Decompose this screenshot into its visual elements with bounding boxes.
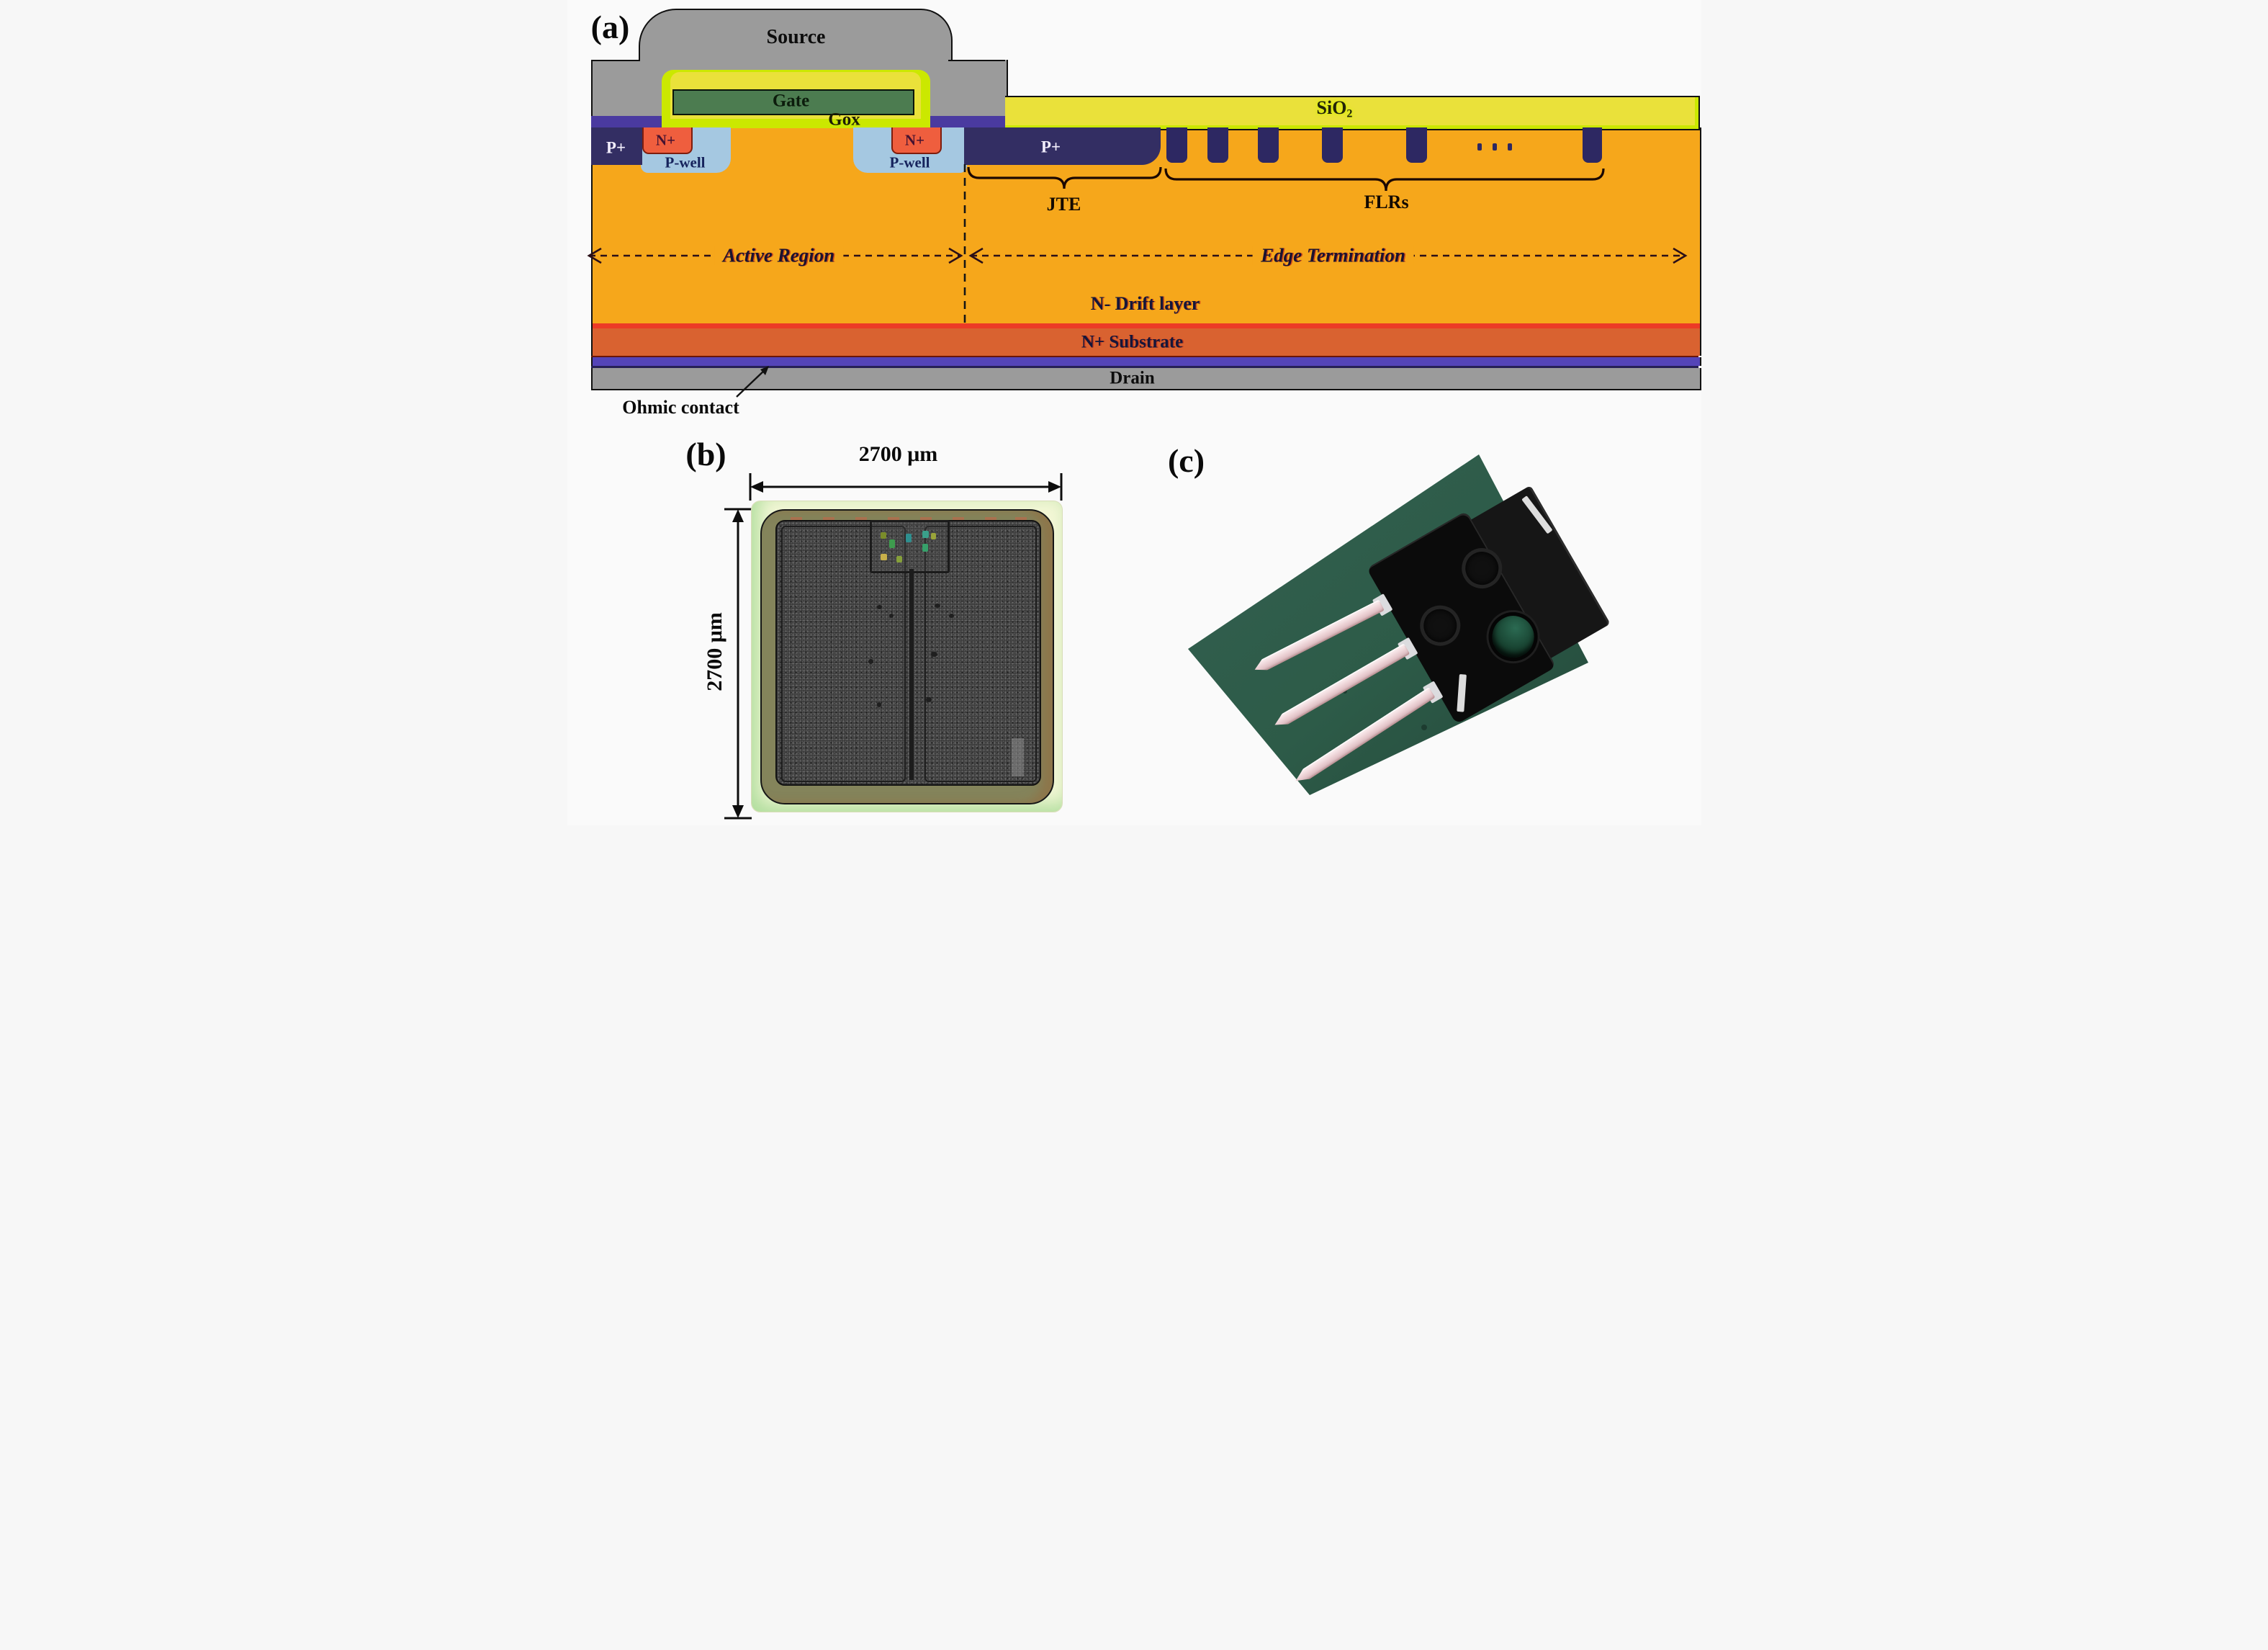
flr-ring [1207, 127, 1228, 163]
edge-termination-label: Edge Termination [1252, 246, 1414, 266]
panel-c-tag: (c) [1167, 442, 1205, 479]
pad-blemish [925, 697, 932, 702]
pad-blemish [876, 605, 882, 609]
n-plus-right-label: N+ [904, 131, 925, 149]
jte-label: JTE [1046, 194, 1081, 215]
sio2-label-base: SiO [1316, 97, 1347, 119]
panel-a-tag: (a) [590, 9, 630, 45]
flr-ring-last [1582, 127, 1602, 163]
width-dimension [749, 473, 1062, 501]
flr-ellipsis-dot [1477, 143, 1482, 151]
figure-root: (a) [567, 0, 1701, 825]
ohmic-contact-arrow [735, 366, 769, 398]
n-plus-right [891, 127, 942, 154]
n-substrate-layer [590, 328, 1701, 356]
source-contact-strip-right [930, 116, 1005, 128]
p-well-right-label: P-well [889, 153, 930, 171]
pad-blemish [930, 652, 937, 657]
gate-electrode [672, 89, 914, 115]
panel-a-annotations [586, 164, 1688, 398]
drain-metal-layer [590, 368, 1701, 390]
flr-ellipsis-dot [1492, 143, 1497, 151]
source-pad-right [924, 526, 1037, 782]
active-region-label: Active Region [714, 246, 844, 266]
die-dimension-lines [724, 473, 1062, 820]
substrate-top-strip [590, 323, 1701, 328]
ohmic-boundary-line [590, 366, 1698, 368]
die-speck [896, 556, 902, 562]
die-corner-artifact [1011, 738, 1024, 776]
flr-ring [1321, 127, 1343, 163]
p-plus-jte-label: P+ [1040, 138, 1061, 156]
ohmic-contact-label: Ohmic contact [622, 397, 739, 418]
pad-blemish [948, 614, 954, 618]
source-metal-outline [590, 60, 640, 61]
p-plus-left [590, 127, 642, 165]
sio2-label: SiO2 [1317, 99, 1353, 120]
flr-ring [1405, 127, 1427, 163]
p-plus-jte [963, 127, 1161, 165]
flr-ring [1257, 127, 1279, 163]
die-speck [905, 534, 912, 542]
flrs-brace [1164, 168, 1605, 192]
die-speck [922, 544, 928, 552]
p-plus-left-label: P+ [606, 138, 626, 157]
source-contact-strip-left [590, 116, 662, 128]
flr-ring [1166, 127, 1187, 163]
sio2-field-oxide [1004, 96, 1700, 130]
flr-ellipsis-dot [1507, 143, 1512, 151]
substrate-label: N+ Substrate [1081, 332, 1184, 352]
jte-brace [966, 166, 1162, 189]
die-speck [880, 554, 887, 560]
drift-label: N- Drift layer [1090, 293, 1200, 314]
p-well-left-label: P-well [665, 153, 706, 171]
source-label: Source [766, 26, 826, 48]
n-plus-left [642, 127, 693, 154]
gate-pad-region [869, 520, 950, 573]
die-speck [930, 533, 936, 539]
flrs-label: FLRs [1364, 192, 1409, 212]
source-metal-bump [638, 9, 953, 63]
n-plus-left-label: N+ [655, 131, 676, 149]
pad-blemish [888, 614, 894, 618]
source-metal-outline [948, 60, 1005, 61]
height-dimension [724, 508, 752, 820]
die-active-area [775, 520, 1041, 786]
die-speck [880, 532, 886, 539]
die-width-label: 2700 μm [858, 442, 938, 466]
substrate-boundary-line [590, 356, 1698, 357]
source-pad-left [780, 526, 906, 782]
die-speck [888, 539, 895, 548]
pad-blemish [868, 659, 873, 664]
pad-divider [909, 569, 914, 780]
gate-label: Gate [772, 91, 810, 111]
die-speck [922, 531, 929, 538]
pad-blemish [934, 604, 940, 608]
ohmic-contact-layer [590, 357, 1701, 366]
drain-label: Drain [1110, 368, 1155, 388]
gox-label: Gox [828, 109, 860, 130]
board-speck [1421, 725, 1427, 730]
sio2-label-subscript: 2 [1346, 107, 1353, 120]
die-height-label: 2700 μm [702, 612, 726, 691]
pad-blemish [876, 702, 881, 707]
panel-b-tag: (b) [685, 436, 726, 472]
